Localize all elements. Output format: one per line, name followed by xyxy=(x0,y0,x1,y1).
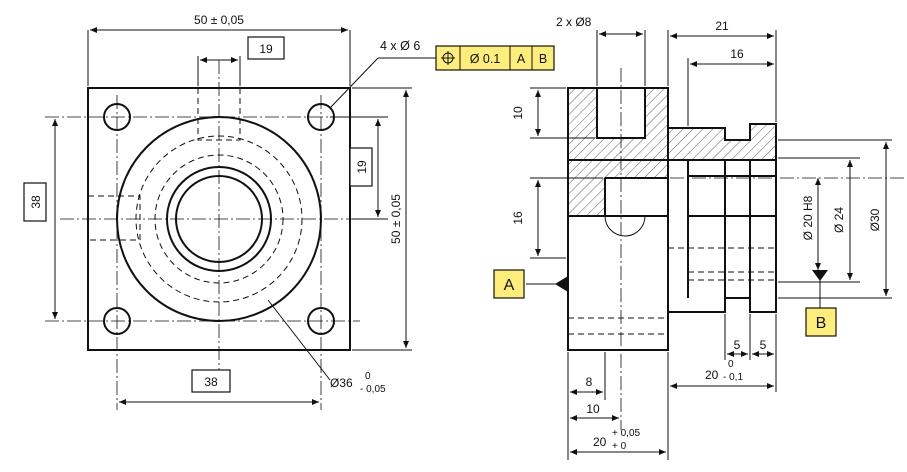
dia-36-tol-lower: - 0,05 xyxy=(360,384,386,395)
side-body-outline xyxy=(567,87,669,351)
section-hatch-flange xyxy=(668,128,725,160)
dim-20-bottom-tol-upper: + 0,05 xyxy=(612,428,641,439)
datum-b-triangle xyxy=(812,270,828,281)
dim-16-top: 16 xyxy=(730,47,744,61)
datum-b-label: B xyxy=(816,315,827,332)
front-height-dim: 50 ± 0,05 xyxy=(389,194,403,244)
tolerance-datum-1: A xyxy=(517,52,526,66)
dim-20-bottom: 20 xyxy=(593,435,607,449)
dia-24: Ø 24 xyxy=(832,207,846,233)
dim-2x8: 2 x Ø8 xyxy=(556,15,592,29)
tolerance-datum-2: B xyxy=(539,52,547,66)
dia-30: Ø30 xyxy=(868,208,882,231)
section-hatch-mid xyxy=(568,160,668,216)
dim-5a: 5 xyxy=(734,338,741,352)
bottom-38-dim: 38 xyxy=(204,375,218,389)
dia-36-dim: Ø36 xyxy=(330,376,353,390)
tolerance-value: Ø 0.1 xyxy=(470,52,501,66)
front-view: 50 ± 0,05 19 38 19 50 ± 0,05 38 4 x Ø 6 xyxy=(23,13,436,410)
datum-a-label: A xyxy=(504,277,515,294)
dim-20-right: 20 xyxy=(705,368,719,382)
front-centerlines xyxy=(45,60,380,410)
front-width-dim: 50 ± 0,05 xyxy=(194,13,244,27)
left-38-dim: 38 xyxy=(29,195,43,209)
dim-21: 21 xyxy=(715,19,729,33)
dim-20-bottom-tol-lower: + 0 xyxy=(612,441,627,452)
section-hatch-ring xyxy=(725,140,750,160)
position-icon xyxy=(441,51,455,65)
tolerance-frame: Ø 0.1 A B xyxy=(435,45,555,71)
dim-5b: 5 xyxy=(760,338,767,352)
hole-callout: 4 x Ø 6 xyxy=(380,39,420,53)
side-view: 2 x Ø8 21 16 10 16 Ø 20 H8 Ø 24 Ø30 xyxy=(493,15,904,460)
dim-20-right-tol-upper: 0 xyxy=(728,359,734,370)
dia-20-h8: Ø 20 H8 xyxy=(801,195,815,240)
dim-10-left: 10 xyxy=(511,106,525,120)
left-slot-hidden xyxy=(88,195,141,241)
dim-20-right-tol-lower: - 0,1 xyxy=(723,372,743,383)
dim-16-left: 16 xyxy=(511,211,525,225)
dia-36-tol-upper: 0 xyxy=(365,371,371,382)
section-hatch-lip xyxy=(750,124,776,160)
dim-8: 8 xyxy=(586,375,593,389)
datum-a-triangle xyxy=(555,276,568,292)
side-boss-outline xyxy=(668,123,777,313)
right-19-dim: 19 xyxy=(355,160,369,174)
dim-10-bottom: 10 xyxy=(586,402,600,416)
top-slot-dim: 19 xyxy=(259,42,273,56)
